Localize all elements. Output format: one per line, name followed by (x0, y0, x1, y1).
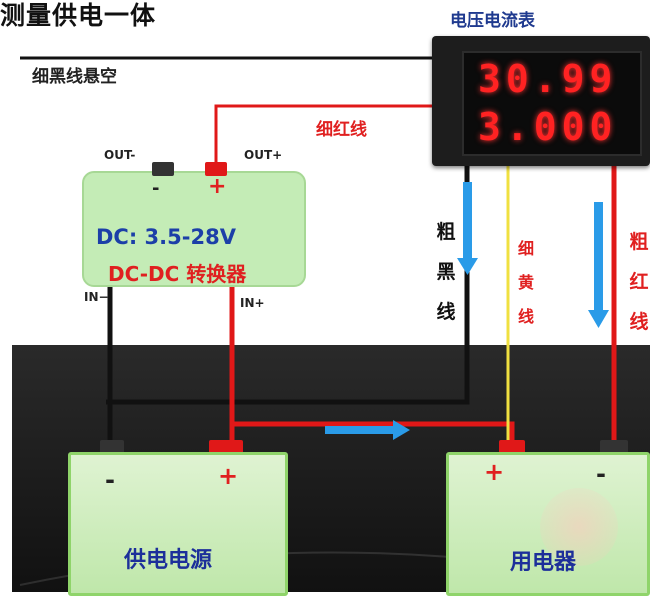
arrow-down-red (588, 202, 609, 328)
power-source-battery (68, 452, 288, 596)
thin-yellow-wire-label: 细 黄 线 (517, 239, 534, 326)
meter-display: 30.99 3.000 (462, 51, 642, 156)
converter-spec: DC: 3.5-28V (96, 225, 236, 249)
thin-red-wire (214, 104, 434, 167)
current-readout: 3.000 (478, 105, 618, 149)
converter-out-minus-label: OUT- (104, 148, 136, 162)
converter-plus-sign: + (208, 174, 227, 199)
converter-minus-sign: - (152, 178, 160, 199)
page-title: 测量供电一体 (0, 1, 157, 30)
meter-title: 电压电流表 (450, 11, 535, 31)
dc-dc-converter (82, 171, 306, 287)
converter-out-plus-terminal (205, 162, 227, 176)
decor-glow (540, 488, 618, 566)
thick-black-wire-label: 粗 黑 线 (436, 221, 456, 323)
converter-name: DC-DC 转换器 (108, 262, 247, 286)
converter-out-plus-label: OUT+ (244, 148, 283, 162)
arrow-right-red (325, 420, 410, 440)
power-source-plus-terminal (209, 440, 243, 454)
thick-red-wire-label: 粗 红 线 (629, 231, 649, 333)
converter-in-minus-label: IN− (84, 290, 109, 304)
arrow-down-black (457, 182, 478, 275)
load-label: 用电器 (510, 550, 577, 575)
converter-in-plus-label: IN+ (240, 296, 265, 310)
battery-to-load-red-wire (232, 421, 515, 446)
power-source-label: 供电电源 (124, 548, 213, 573)
power-source-plus-sign: + (218, 462, 239, 490)
load-minus-sign: - (596, 460, 606, 488)
power-source-minus-terminal (100, 440, 124, 454)
load-minus-terminal (600, 440, 628, 454)
load-plus-sign: + (484, 458, 505, 486)
voltage-readout: 30.99 (478, 57, 618, 101)
power-source-minus-sign: - (105, 466, 115, 494)
thin-red-wire-label: 细红线 (316, 120, 367, 140)
thin-black-wire-label: 细黑线悬空 (32, 67, 117, 87)
load-plus-terminal (499, 440, 525, 454)
converter-out-minus-terminal (152, 162, 174, 176)
